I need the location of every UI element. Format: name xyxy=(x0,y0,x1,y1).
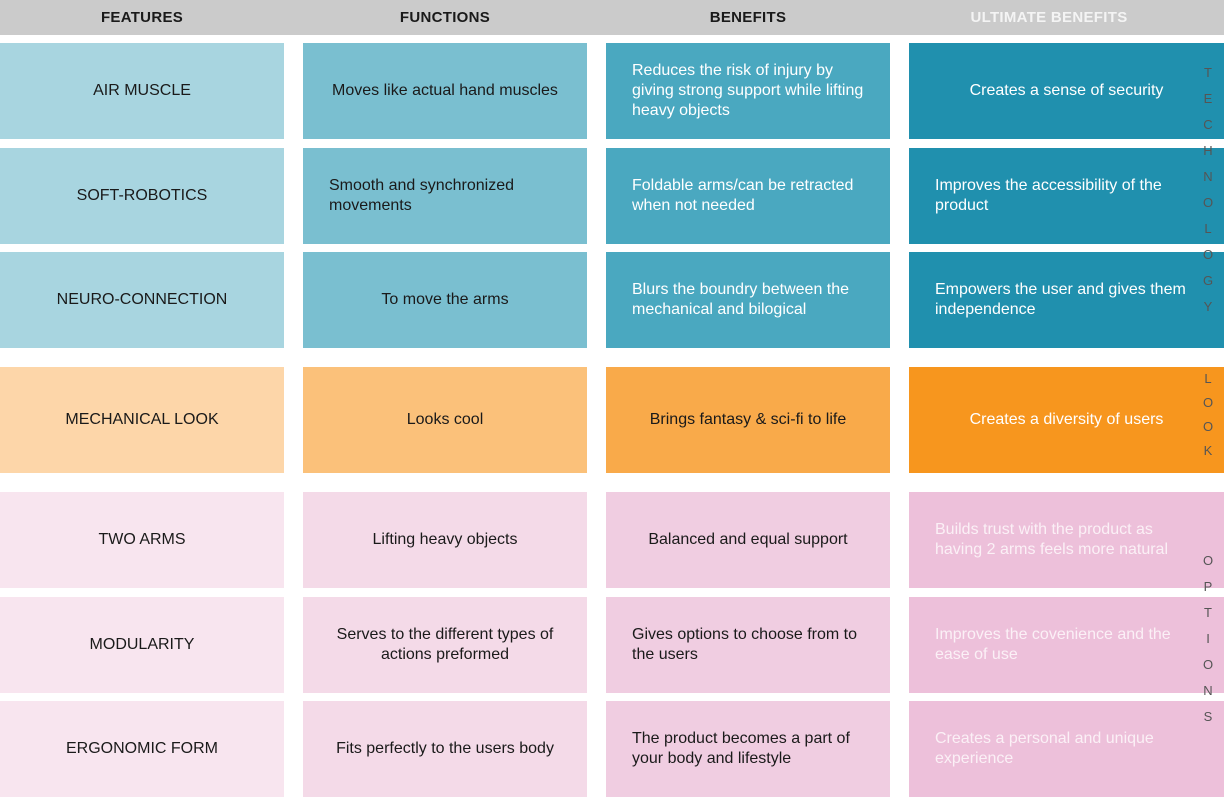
header-benefits: BENEFITS xyxy=(709,9,787,26)
function-text: Looks cool xyxy=(406,411,484,428)
ultimate-benefit-text: Improves the accessibility of the produc… xyxy=(935,177,1162,214)
benefit-cell: Gives options to choose from to the user… xyxy=(606,597,890,693)
feature-cell: SOFT-ROBOTICS xyxy=(0,148,284,244)
function-cell: Fits perfectly to the users body xyxy=(303,701,587,797)
function-text: Moves like actual hand muscles xyxy=(332,82,558,99)
group-label-letter: H xyxy=(1203,142,1213,158)
ultimate-benefit-text: Improves the covenience and the ease of … xyxy=(935,626,1171,663)
function-cell: To move the arms xyxy=(303,252,587,348)
ultimate-benefit-cell: Empowers the user and gives them indepen… xyxy=(909,252,1224,348)
benefit-text: Foldable arms/can be retracted when not … xyxy=(632,177,854,214)
benefit-text: Blurs the boundry between the mechanical… xyxy=(632,281,850,318)
ultimate-benefit-text: Creates a diversity of users xyxy=(969,411,1164,428)
group-label-letter: S xyxy=(1203,708,1213,724)
feature-cell: MODULARITY xyxy=(0,597,284,693)
benefit-cell: Reduces the risk of injury by giving str… xyxy=(606,43,890,139)
feature-cell: MECHANICAL LOOK xyxy=(0,367,284,473)
group-label-letter: O xyxy=(1202,552,1214,568)
function-text: To move the arms xyxy=(381,291,509,308)
function-cell: Looks cool xyxy=(303,367,587,473)
ultimate-benefit-text: Creates a personal and unique experience xyxy=(935,730,1154,767)
function-text: Serves to the different types of actions… xyxy=(336,626,554,663)
function-text: Lifting heavy objects xyxy=(372,531,518,548)
benefit-cell: The product becomes a part of your body … xyxy=(606,701,890,797)
group-label-letter: O xyxy=(1202,246,1214,262)
benefit-text: The product becomes a part of your body … xyxy=(632,730,850,767)
ultimate-benefit-text: Builds trust with the product as having … xyxy=(935,521,1168,558)
function-text: Smooth and synchronized movements xyxy=(329,177,514,214)
benefit-text: Brings fantasy & sci-fi to life xyxy=(649,411,847,428)
ultimate-benefit-cell: Improves the covenience and the ease of … xyxy=(909,597,1224,693)
feature-text: NEURO-CONNECTION xyxy=(56,291,228,308)
group-label-letter: E xyxy=(1203,90,1213,106)
header-bar: FEATURES FUNCTIONS BENEFITS ULTIMATE BEN… xyxy=(0,0,1224,35)
group-label-letter: L xyxy=(1204,371,1212,386)
benefit-text: Reduces the risk of injury by giving str… xyxy=(632,62,864,119)
function-cell: Serves to the different types of actions… xyxy=(303,597,587,693)
group-label-letter: G xyxy=(1202,272,1214,288)
feature-text: MODULARITY xyxy=(89,636,195,653)
group-label-letter: C xyxy=(1203,116,1213,132)
group-label-letter: K xyxy=(1203,443,1213,458)
group-label-letter: O xyxy=(1202,419,1214,434)
group-label-letter: L xyxy=(1204,220,1212,236)
function-cell: Smooth and synchronized movements xyxy=(303,148,587,244)
group-label-letter: N xyxy=(1203,168,1213,184)
group-label-letter: T xyxy=(1204,64,1212,80)
feature-cell: ERGONOMIC FORM xyxy=(0,701,284,797)
feature-text: MECHANICAL LOOK xyxy=(65,411,219,428)
group-label-letter: O xyxy=(1202,395,1214,410)
ultimate-benefit-cell: Creates a sense of security xyxy=(909,43,1224,139)
feature-text: SOFT-ROBOTICS xyxy=(76,187,208,204)
benefit-cell: Foldable arms/can be retracted when not … xyxy=(606,148,890,244)
benefit-cell: Balanced and equal support xyxy=(606,492,890,588)
ultimate-benefit-text: Creates a sense of security xyxy=(969,82,1164,99)
ultimate-benefit-text: Empowers the user and gives them indepen… xyxy=(935,281,1186,318)
header-functions: FUNCTIONS xyxy=(399,9,491,26)
group-label-letter: I xyxy=(1206,630,1210,646)
group-label-letter: N xyxy=(1203,682,1213,698)
feature-text: ERGONOMIC FORM xyxy=(66,740,218,757)
feature-cell: AIR MUSCLE xyxy=(0,43,284,139)
header-features: FEATURES xyxy=(100,9,184,26)
group-label-letter: T xyxy=(1204,604,1212,620)
function-cell: Moves like actual hand muscles xyxy=(303,43,587,139)
function-text: Fits perfectly to the users body xyxy=(336,740,554,757)
feature-text: TWO ARMS xyxy=(98,531,186,548)
ultimate-benefit-cell: Improves the accessibility of the produc… xyxy=(909,148,1224,244)
ultimate-benefit-cell: Creates a personal and unique experience xyxy=(909,701,1224,797)
ultimate-benefit-cell: Builds trust with the product as having … xyxy=(909,492,1224,588)
header-ultimate-benefits: ULTIMATE BENEFITS xyxy=(970,9,1128,26)
feature-text: AIR MUSCLE xyxy=(93,82,191,99)
group-label-letter: O xyxy=(1202,656,1214,672)
group-label-letter: P xyxy=(1203,578,1213,594)
benefit-cell: Brings fantasy & sci-fi to life xyxy=(606,367,890,473)
feature-cell: NEURO-CONNECTION xyxy=(0,252,284,348)
group-label-letter: O xyxy=(1202,194,1214,210)
ultimate-benefit-cell: Creates a diversity of users xyxy=(909,367,1224,473)
benefit-cell: Blurs the boundry between the mechanical… xyxy=(606,252,890,348)
function-cell: Lifting heavy objects xyxy=(303,492,587,588)
benefit-text: Balanced and equal support xyxy=(648,531,848,548)
benefit-text: Gives options to choose from to the user… xyxy=(632,626,857,663)
group-label-letter: Y xyxy=(1203,298,1213,314)
feature-cell: TWO ARMS xyxy=(0,492,284,588)
